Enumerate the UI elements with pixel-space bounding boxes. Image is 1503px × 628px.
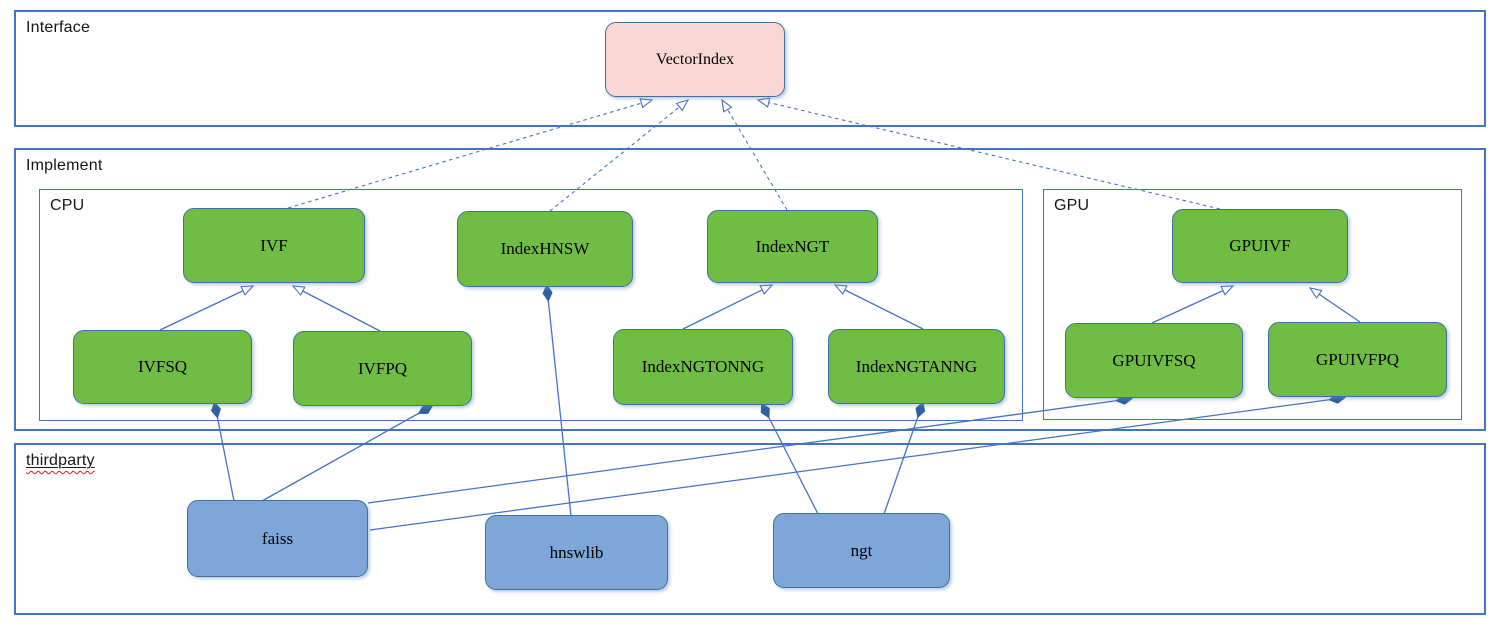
- edge-ivfpq-to-ivf: [291, 285, 381, 332]
- node-ivf: IVF: [183, 208, 365, 283]
- node-indexngt: IndexNGT: [707, 210, 878, 283]
- node-indexhnsw: IndexHNSW: [457, 211, 633, 287]
- node-hnswlib: hnswlib: [485, 515, 668, 590]
- section-implement-label: Implement: [26, 157, 103, 174]
- edge-indexngtanng-to-ngt: [883, 405, 922, 515]
- section-interface-label: Interface: [26, 19, 91, 36]
- section-thirdparty: thirdparty: [14, 443, 1486, 615]
- edge-indexngtonng-to-indexngt: [682, 284, 774, 330]
- node-ivfpq: IVFPQ: [293, 331, 472, 406]
- node-indexhnsw-label: IndexHNSW: [500, 239, 590, 258]
- node-ivf-label: IVF: [260, 235, 288, 255]
- edge-ivfpq-to-faiss: [261, 407, 430, 502]
- node-ivfsq: IVFSQ: [73, 330, 252, 404]
- edge-ivf-to-vectorindex: [287, 98, 654, 209]
- edge-indexngt-to-vectorindex: [721, 98, 788, 211]
- edge-indexhnsw-to-hnswlib: [547, 288, 572, 517]
- section-gpu-label: GPU: [1054, 197, 1090, 214]
- node-ivfpq-label: IVFPQ: [357, 358, 408, 378]
- edge-ivfsq-to-faiss: [215, 405, 235, 502]
- node-gpuivfpq-label: GPUIVFPQ: [1315, 349, 1400, 369]
- node-indexngtonng-label: IndexNGTONNG: [641, 357, 765, 376]
- section-cpu-label: CPU: [50, 197, 85, 214]
- node-ngt: ngt: [773, 513, 950, 588]
- node-gpuivf-label: GPUIVF: [1229, 236, 1291, 255]
- node-ngt-label: ngt: [850, 540, 873, 560]
- node-indexngtanng: IndexNGTANNG: [828, 329, 1005, 404]
- node-vectorindex-label: VectorIndex: [655, 50, 735, 68]
- node-indexngtanng-label: IndexNGTANNG: [855, 356, 978, 376]
- section-thirdparty-label: thirdparty: [26, 452, 95, 470]
- edge-gpuivfpq-to-gpuivf: [1308, 287, 1361, 323]
- node-indexngtonng: IndexNGTONNG: [613, 329, 793, 405]
- section-gpu: GPU: [1043, 189, 1462, 420]
- node-faiss: faiss: [187, 500, 368, 577]
- section-cpu: CPU: [39, 189, 1023, 421]
- node-gpuivfsq: GPUIVFSQ: [1065, 323, 1243, 398]
- edge-indexngtonng-to-ngt: [763, 406, 819, 515]
- edge-gpuivfsq-to-faiss: [367, 399, 1129, 504]
- node-hnswlib-label: hnswlib: [549, 542, 604, 562]
- node-ivfsq-label: IVFSQ: [137, 357, 188, 376]
- edge-gpuivfsq-to-gpuivf: [1151, 285, 1235, 324]
- node-gpuivfsq-label: GPUIVFSQ: [1112, 350, 1196, 370]
- node-indexngt-label: IndexNGT: [755, 236, 830, 256]
- edge-ivfsq-to-ivf: [159, 285, 255, 331]
- edge-indexngtanng-to-indexngt: [833, 284, 924, 330]
- edge-indexhnsw-to-vectorindex: [549, 99, 690, 212]
- spellcheck-underline: thirdparty: [26, 452, 95, 469]
- edge-gpuivf-to-vectorindex: [756, 97, 1221, 210]
- node-faiss-label: faiss: [261, 528, 294, 548]
- edge-gpuivfpq-to-faiss: [369, 398, 1342, 531]
- node-gpuivfpq: GPUIVFPQ: [1268, 322, 1447, 397]
- node-gpuivf: GPUIVF: [1172, 209, 1348, 283]
- node-vectorindex: VectorIndex: [605, 22, 785, 97]
